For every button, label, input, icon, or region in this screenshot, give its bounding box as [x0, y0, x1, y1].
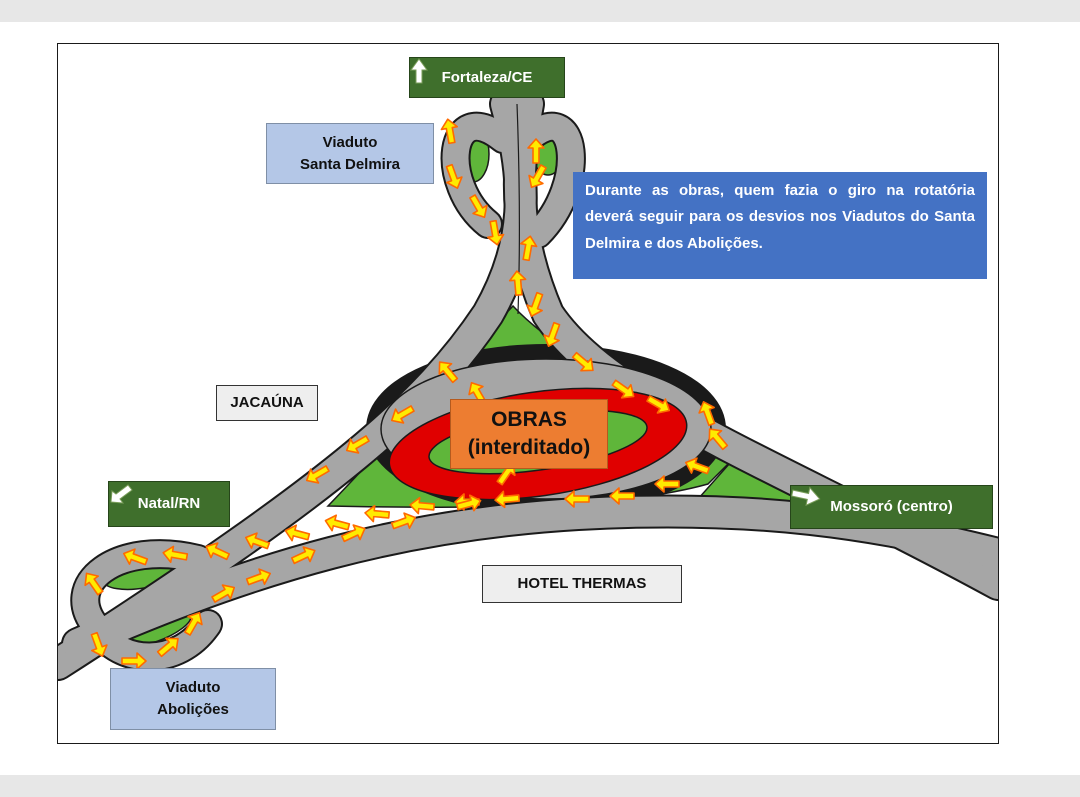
- detour-arrow-icon: [305, 465, 330, 484]
- detour-arrow-icon: [390, 512, 417, 530]
- sign-fortaleza-text: Fortaleza/CE: [441, 68, 533, 86]
- detour-arrow-icon: [340, 524, 366, 543]
- detour-arrow-icon: [211, 584, 236, 603]
- detour-arrow-icon: [184, 611, 203, 636]
- detour-arrow-icon: [205, 542, 231, 561]
- obras-label: OBRAS (interditado): [450, 399, 608, 469]
- detour-arrow-icon: [156, 637, 179, 658]
- detour-arrow-icon: [345, 435, 370, 454]
- viaduto-abolicoes-label: Viaduto Abolições: [110, 668, 276, 730]
- detour-arrow-icon: [245, 568, 272, 586]
- detour-arrows: [84, 118, 729, 670]
- detour-arrow-icon: [324, 514, 351, 532]
- info-box: Durante as obras, quem fazia o giro na r…: [573, 172, 987, 279]
- detour-arrow-icon: [520, 235, 538, 262]
- jacauna-label: JACAÚNA: [216, 385, 318, 421]
- detour-arrow-icon: [708, 428, 729, 451]
- detour-arrow-icon: [162, 545, 189, 563]
- detour-arrow-icon: [90, 631, 108, 658]
- detour-arrow-icon: [611, 379, 635, 399]
- detour-arrow-icon: [543, 321, 561, 348]
- viaduto-santa-delmira-label: Viaduto Santa Delmira: [266, 123, 434, 184]
- detour-arrow-icon: [609, 487, 635, 505]
- detour-arrow-icon: [469, 194, 488, 219]
- bottom-band: [0, 775, 1080, 797]
- detour-arrow-icon: [84, 572, 104, 596]
- detour-arrow-icon: [494, 490, 521, 509]
- detour-arrow-icon: [390, 405, 415, 424]
- detour-arrow-icon: [284, 524, 311, 542]
- detour-arrow-icon: [684, 457, 711, 475]
- detour-arrow-icon: [445, 163, 463, 190]
- detour-arrow-icon: [654, 475, 680, 493]
- arrow-right-icon: [791, 486, 821, 506]
- map-frame: Viaduto Santa Delmira Viaduto Abolições …: [57, 43, 999, 744]
- arrow-up-icon: [410, 58, 428, 84]
- detour-arrow-icon: [290, 546, 316, 565]
- arrow-down-left-icon: [110, 484, 133, 504]
- sign-mossoro-text: Mossoró (centro): [830, 498, 953, 516]
- detour-arrow-icon: [564, 490, 590, 508]
- detour-arrow-icon: [508, 270, 527, 297]
- detour-arrow-icon: [364, 504, 391, 523]
- detour-arrow-icon: [571, 351, 594, 372]
- top-band: [0, 0, 1080, 22]
- detour-arrow-icon: [527, 138, 545, 164]
- hotel-thermas-label: HOTEL THERMAS: [482, 565, 682, 603]
- detour-arrow-icon: [455, 494, 482, 512]
- road-map: [58, 87, 998, 681]
- sign-mossoro: Mossoró (centro): [790, 485, 993, 529]
- detour-arrow-icon: [528, 164, 547, 189]
- detour-arrow-icon: [121, 652, 147, 670]
- detour-arrow-icon: [440, 118, 458, 145]
- detour-arrow-icon: [698, 400, 716, 427]
- sign-natal: Natal/RN: [108, 481, 230, 527]
- detour-arrow-icon: [487, 219, 505, 246]
- detour-arrow-icon: [122, 548, 149, 566]
- detour-arrow-icon: [646, 395, 671, 414]
- detour-arrow-icon: [526, 291, 544, 318]
- detour-arrow-icon: [438, 361, 459, 384]
- sign-natal-text: Natal/RN: [137, 495, 201, 513]
- sign-fortaleza: Fortaleza/CE: [409, 57, 565, 98]
- detour-arrow-icon: [244, 532, 271, 550]
- detour-arrow-icon: [409, 496, 436, 515]
